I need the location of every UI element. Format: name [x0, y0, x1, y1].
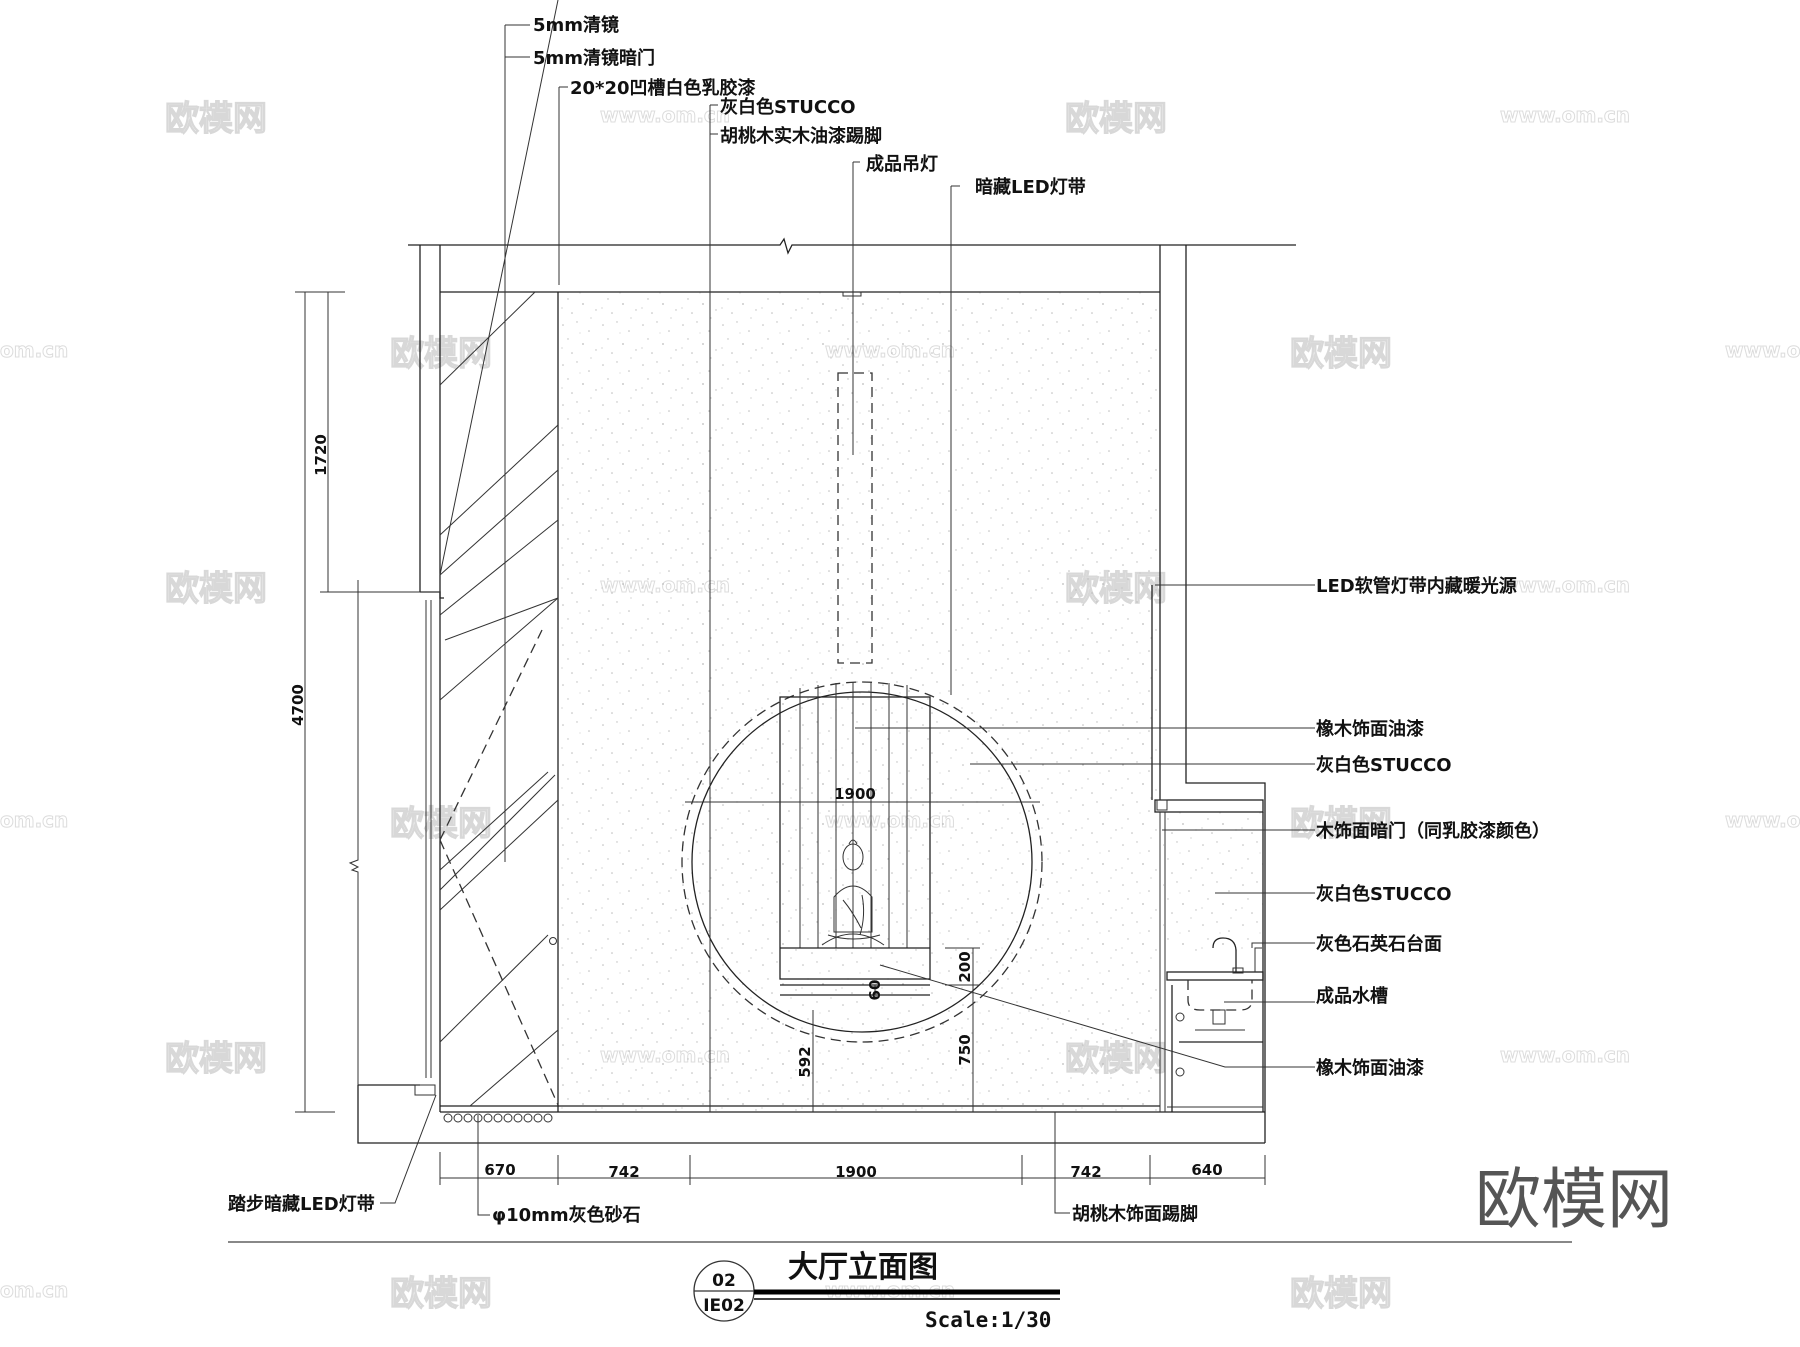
watermark-logo: 欧模网	[1065, 99, 1167, 139]
watermark-logo: 欧模网	[1290, 334, 1392, 374]
drawing-number: 02	[712, 1271, 736, 1291]
watermark-url: www.om.cn	[1500, 573, 1630, 597]
label-walnut-kick: 胡桃木饰面踢脚	[1072, 1203, 1198, 1225]
watermark-logo: 欧模网	[1290, 1274, 1392, 1314]
label-gravel: φ10mm灰色砂石	[492, 1204, 641, 1226]
label-stucco-top: 灰白色STUCCO	[720, 96, 856, 118]
label-pendant-light: 成品吊灯	[866, 153, 938, 175]
dim-640: 640	[1191, 1161, 1222, 1179]
watermark-logo: 欧模网	[165, 1039, 267, 1079]
moon-gate-niche	[681, 681, 1043, 1043]
bottom-annotations: 踏步暗藏LED灯带 φ10mm灰色砂石 胡桃木饰面踢脚	[228, 1193, 1198, 1226]
dimension-lines	[295, 291, 1266, 1185]
label-stucco-cabinet: 灰白色STUCCO	[1316, 883, 1452, 905]
watermark-url: om.cn	[0, 1278, 68, 1302]
drawing-scale: Scale:1/30	[925, 1308, 1051, 1332]
sink-cabinet	[1154, 799, 1264, 1112]
watermark-logo: 欧模网	[390, 334, 492, 374]
dim-592: 592	[796, 1046, 814, 1077]
dim-750: 750	[956, 1034, 974, 1065]
label-quartz-countertop: 灰色石英石台面	[1316, 933, 1442, 955]
watermarks: 欧模网 欧模网 欧模网 欧模网 欧模网 欧模网 欧模网 欧模网 欧模网 欧模网 …	[0, 98, 1800, 1314]
watermark-url: om.cn	[0, 338, 68, 362]
brand-logo: 欧模网	[1475, 1161, 1673, 1238]
stucco-wall-fill	[558, 292, 1263, 1112]
label-stucco-niche: 灰白色STUCCO	[1316, 754, 1452, 776]
dim-200: 200	[956, 951, 974, 982]
dim-4700: 4700	[289, 684, 307, 726]
label-groove-latex-paint: 20*20凹槽白色乳胶漆	[570, 77, 756, 99]
dim-circle-diameter: 1900	[834, 785, 876, 803]
label-step-led-strip: 踏步暗藏LED灯带	[228, 1193, 375, 1215]
watermark-logo: 欧模网	[390, 1274, 492, 1314]
watermark-logo: 欧模网	[165, 569, 267, 609]
dim-742-right: 742	[1070, 1163, 1101, 1181]
watermark-url: www.om.cn	[1725, 338, 1800, 362]
top-annotations: 5mm清镜 5mm清镜暗门 20*20凹槽白色乳胶漆 灰白色STUCCO 胡桃木…	[533, 14, 1086, 198]
dim-1900: 1900	[835, 1163, 877, 1181]
title-block: 02 IE02 大厅立面图 Scale:1/30	[228, 1241, 1572, 1332]
right-annotations: LED软管灯带内藏暖光源 橡木饰面油漆 灰白色STUCCO 木饰面暗门（同乳胶漆…	[1315, 575, 1550, 1079]
watermark-url: www.om.cn	[600, 103, 730, 127]
mirror-hatch	[439, 0, 559, 1107]
label-oak-veneer-paint: 橡木饰面油漆	[1316, 718, 1424, 740]
gravel-icon	[443, 1113, 553, 1123]
label-sink: 成品水槽	[1316, 985, 1388, 1007]
watermark-logo: 欧模网	[1290, 804, 1392, 844]
label-hidden-led-strip: 暗藏LED灯带	[975, 176, 1086, 198]
watermark-logo: 欧模网	[165, 99, 267, 139]
watermark-url: www.om.cn	[1500, 1043, 1630, 1067]
watermark-url: www.om.cn	[1725, 808, 1800, 832]
dim-1720: 1720	[312, 434, 330, 476]
dim-670: 670	[484, 1161, 515, 1179]
label-mirror-hidden-door: 5mm清镜暗门	[533, 47, 655, 69]
leader-lines	[380, 24, 1315, 1216]
dim-60: 60	[866, 980, 884, 1001]
label-clear-mirror: 5mm清镜	[533, 14, 619, 36]
sheet-number: IE02	[703, 1296, 745, 1316]
dimension-text: 1720 4700 670 742 1900 742 640 1900 200 …	[289, 434, 1223, 1181]
watermark-url: www.om.cn	[1500, 103, 1630, 127]
elevation-structure	[357, 0, 1296, 1144]
buddha-statue-icon	[821, 839, 885, 946]
label-oak-veneer-plinth: 橡木饰面油漆	[1316, 1057, 1424, 1079]
label-led-hose-warm-light: LED软管灯带内藏暖光源	[1316, 575, 1517, 597]
dim-742-left: 742	[608, 1163, 639, 1181]
label-wood-hidden-door: 木饰面暗门（同乳胶漆颜色）	[1315, 820, 1550, 842]
label-walnut-baseboard: 胡桃木实木油漆踢脚	[720, 125, 882, 147]
watermark-url: om.cn	[0, 808, 68, 832]
drawing-title: 大厅立面图	[788, 1250, 938, 1285]
